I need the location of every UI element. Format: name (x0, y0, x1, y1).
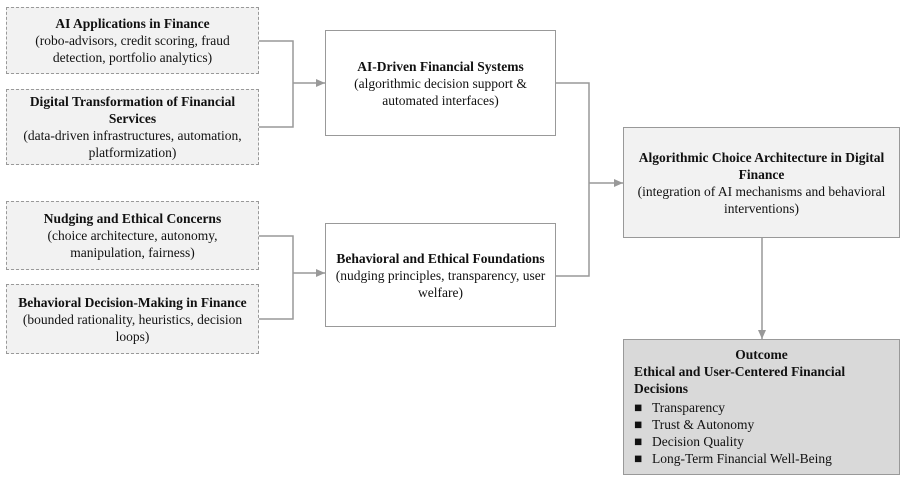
list-item: ■Decision Quality (634, 434, 744, 449)
bullet-icon: ■ (634, 451, 643, 466)
box-detail: (algorithmic decision support & automate… (354, 75, 527, 108)
box-title: AI-Driven Financial Systems (357, 58, 524, 74)
outcome-list: ■Transparency ■Trust & Autonomy ■Decisio… (634, 399, 832, 467)
box-behavioral-foundations: Behavioral and Ethical Foundations (nudg… (325, 223, 556, 327)
box-detail: (integration of AI mechanisms and behavi… (637, 183, 886, 216)
box-title: AI Applications in Finance (55, 16, 210, 31)
box-ai-applications: AI Applications in Finance (robo-advisor… (6, 7, 259, 74)
box-choice-architecture: Algorithmic Choice Architecture in Digit… (623, 127, 900, 238)
bullet-icon: ■ (634, 400, 643, 415)
bullet-icon: ■ (634, 417, 643, 432)
box-ai-driven-systems: AI-Driven Financial Systems (algorithmic… (325, 30, 556, 136)
box-title: Digital Transformation of Financial Serv… (29, 94, 236, 126)
box-title: Behavioral Decision-Making in Finance (18, 294, 247, 310)
box-detail: (nudging principles, transparency, user … (335, 267, 546, 300)
box-digital-transformation: Digital Transformation of Financial Serv… (6, 89, 259, 165)
list-item: ■Trust & Autonomy (634, 417, 755, 432)
box-title: Behavioral and Ethical Foundations (336, 250, 545, 266)
box-detail: (data-driven infrastructures, automation… (23, 128, 242, 160)
box-detail: (choice architecture, autonomy, manipula… (47, 228, 218, 260)
list-item: ■Long-Term Financial Well-Being (634, 451, 832, 466)
bullet-icon: ■ (634, 434, 643, 449)
outcome-title: Ethical and User-Centered Financial Deci… (634, 364, 846, 396)
box-detail: (bounded rationality, heuristics, decisi… (22, 311, 243, 344)
box-title: Algorithmic Choice Architecture in Digit… (638, 149, 885, 182)
connector-nudging (259, 235, 294, 320)
connector-ai-apps (259, 40, 294, 128)
connector-systems-out (556, 82, 590, 277)
outcome-heading: Outcome (735, 347, 788, 362)
box-detail: (robo-advisors, credit scoring, fraud de… (35, 33, 230, 65)
box-title: Nudging and Ethical Concerns (43, 211, 222, 226)
box-outcome: Outcome Ethical and User-Centered Financ… (623, 339, 900, 475)
box-behavioral-decision: Behavioral Decision-Making in Finance (b… (6, 284, 259, 354)
box-nudging-ethical: Nudging and Ethical Concerns (choice arc… (6, 201, 259, 270)
list-item: ■Transparency (634, 400, 725, 415)
